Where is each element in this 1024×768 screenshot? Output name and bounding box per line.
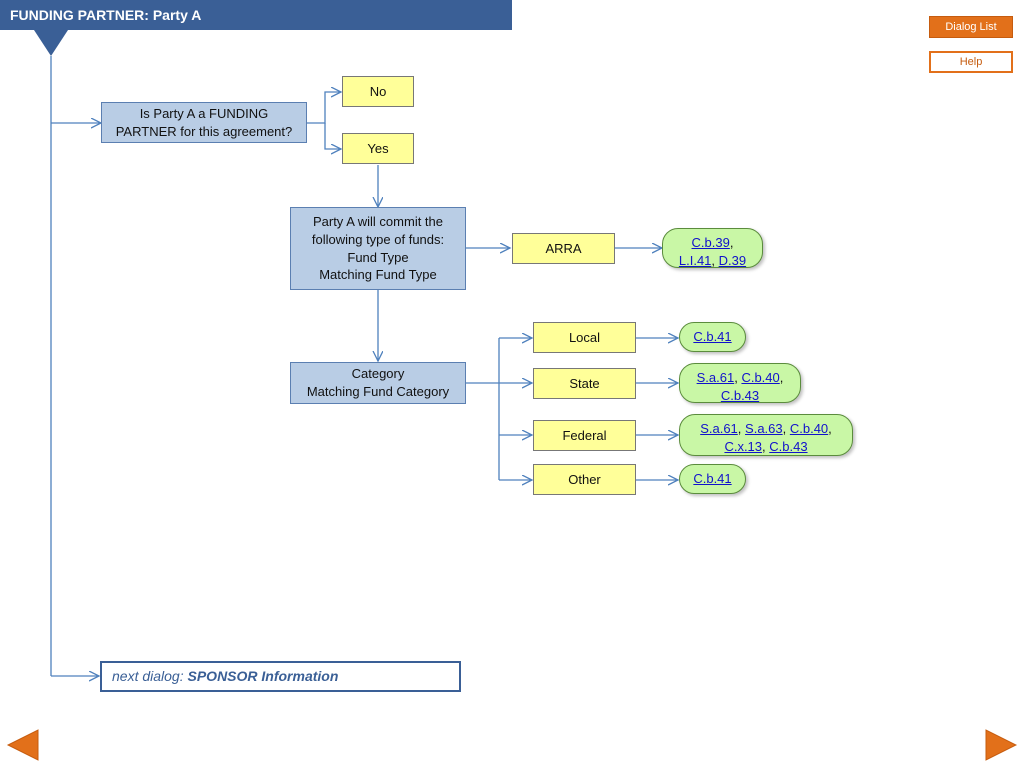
page-title: FUNDING PARTNER: Party A [10, 7, 202, 23]
reference-link[interactable]: C.b.39 [691, 235, 730, 250]
reference-line: C.x.13, C.b.43 [724, 438, 808, 454]
reference-link[interactable]: C.b.43 [769, 438, 808, 454]
reference-line: L.I.41, D.39 [678, 252, 747, 268]
commit-funds-node: Party A will commit the following type o… [290, 207, 466, 290]
right-triangle-arrow-icon[interactable] [984, 728, 1018, 762]
page-title-bar: FUNDING PARTNER: Party A [0, 0, 512, 30]
federal-references: S.a.61, S.a.63, C.b.40, C.x.13, C.b.43 [679, 414, 853, 456]
category-node: Category Matching Fund Category [290, 362, 466, 404]
reference-link[interactable]: D.39 [718, 252, 747, 268]
reference-link[interactable]: C.b.40 [789, 421, 829, 436]
next-dialog-target[interactable]: SPONSOR Information [187, 668, 339, 684]
reference-line: S.a.61, C.b.40, [696, 370, 784, 385]
reference-link[interactable]: C.b.40 [741, 370, 780, 385]
title-notch-triangle [34, 30, 68, 56]
question-to-no [307, 92, 341, 124]
answer-yes-node[interactable]: Yes [342, 133, 414, 164]
reference-line: C.b.39, [691, 235, 734, 250]
category-local-node[interactable]: Local [533, 322, 636, 353]
reference-link[interactable]: S.a.63 [745, 421, 783, 436]
category-branch-line [466, 338, 500, 480]
arra-references: C.b.39, L.I.41, D.39 [662, 228, 763, 268]
local-references: C.b.41 [679, 322, 746, 352]
reference-link[interactable]: S.a.61 [696, 370, 735, 385]
question-to-yes [324, 123, 341, 149]
category-federal-node[interactable]: Federal [533, 420, 636, 451]
state-references: S.a.61, C.b.40, C.b.43 [679, 363, 801, 403]
next-dialog-label: next dialog: [112, 668, 184, 684]
help-button[interactable]: Help [929, 51, 1013, 73]
category-other-node[interactable]: Other [533, 464, 636, 495]
category-state-node[interactable]: State [533, 368, 636, 399]
dialog-list-button[interactable]: Dialog List [929, 16, 1013, 38]
reference-link[interactable]: C.b.41 [693, 471, 732, 486]
answer-no-node[interactable]: No [342, 76, 414, 107]
reference-link[interactable]: L.I.41 [678, 252, 712, 268]
reference-link[interactable]: C.b.43 [720, 387, 760, 403]
reference-line: C.b.41 [680, 328, 745, 346]
other-references: C.b.41 [679, 464, 746, 494]
question-node: Is Party A a FUNDING PARTNER for this ag… [101, 102, 307, 143]
reference-link[interactable]: S.a.61 [700, 421, 738, 436]
next-dialog-link[interactable]: next dialog: SPONSOR Information [100, 661, 461, 692]
reference-line: S.a.61, S.a.63, C.b.40, [700, 421, 832, 436]
reference-link[interactable]: C.b.41 [693, 329, 732, 344]
reference-link[interactable]: C.x.13 [724, 438, 763, 454]
reference-line: C.b.43 [680, 387, 800, 405]
reference-line: C.b.41 [680, 470, 745, 488]
fund-type-arra-node[interactable]: ARRA [512, 233, 615, 264]
left-triangle-arrow-icon[interactable] [6, 728, 40, 762]
